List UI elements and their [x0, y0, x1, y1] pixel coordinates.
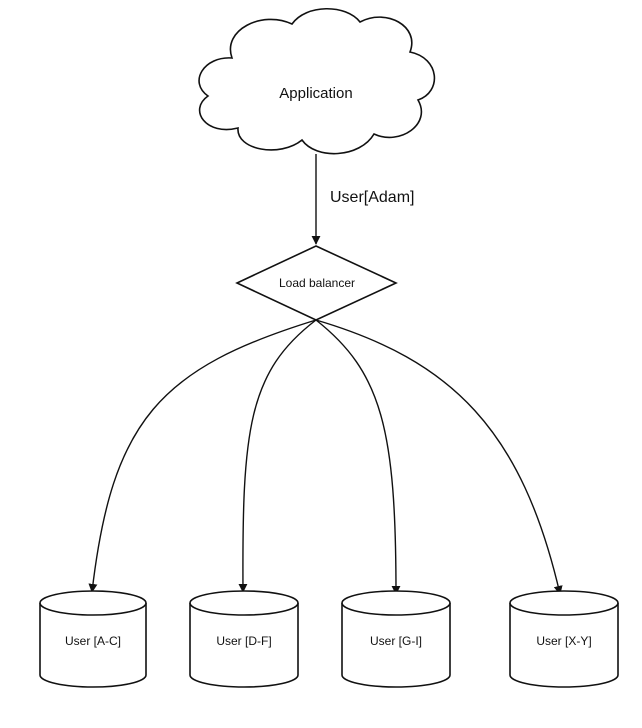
database-user-a-c[interactable]: User [A-C]: [39, 590, 147, 688]
database-user-d-f[interactable]: User [D-F]: [189, 590, 299, 688]
database-user-x-y[interactable]: User [X-Y]: [509, 590, 619, 688]
database-label: User [D-F]: [216, 634, 271, 648]
database-label: User [G-I]: [370, 634, 422, 648]
edge-to-db-3: [315, 319, 401, 595]
application-cloud[interactable]: Application: [198, 7, 436, 155]
database-label: User [X-Y]: [536, 634, 591, 648]
edge-to-db-2: [238, 319, 317, 593]
database-user-g-i[interactable]: User [G-I]: [341, 590, 451, 688]
edge-to-db-1: [88, 319, 317, 593]
request-edge: User[Adam]: [311, 154, 414, 245]
application-label: Application: [279, 85, 352, 102]
request-edge-label: User[Adam]: [330, 189, 414, 206]
load-balancer-label: Load balancer: [279, 276, 355, 290]
database-label: User [A-C]: [65, 634, 121, 648]
edge-to-db-4: [315, 319, 563, 595]
cloud-shape: [198, 7, 436, 155]
shard-edges: [88, 319, 563, 595]
load-balancer-node[interactable]: Load balancer: [235, 245, 398, 321]
